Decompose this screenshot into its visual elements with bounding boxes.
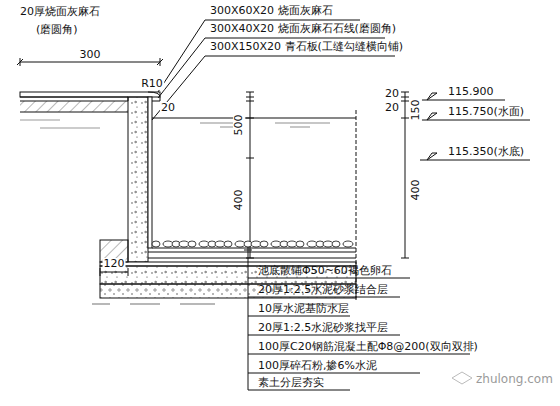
elevation: 115.900 xyxy=(448,86,494,98)
watermark: zhulong.com xyxy=(476,373,553,386)
note: (磨圆角) xyxy=(36,24,78,36)
radius-mark: R10 xyxy=(140,78,164,90)
pebble xyxy=(179,241,189,247)
dimension: 400 xyxy=(233,189,245,212)
layer-note: 20厚1:2.5水泥砂浆找平层 xyxy=(258,322,388,334)
pebble xyxy=(296,241,304,247)
callout-text: 300X150X20 青石板(工缝勾缝横向铺) xyxy=(210,41,403,53)
dimension: 20 xyxy=(160,102,176,114)
layer-note: 素土分层夯实 xyxy=(258,377,324,389)
pebble xyxy=(260,241,268,247)
dimension: 20 xyxy=(384,102,400,114)
dimension: 20 xyxy=(384,88,400,100)
layer-note: 10厚水泥基防水层 xyxy=(258,303,349,315)
pebble xyxy=(235,241,245,247)
pebble xyxy=(215,241,225,247)
pebble xyxy=(188,241,196,247)
dimension: 500 xyxy=(233,114,245,137)
callout-text: 300X60X20 烧面灰麻石 xyxy=(210,5,333,17)
elevation: 115.350(水底) xyxy=(448,146,524,158)
pebble xyxy=(224,241,232,247)
dimension: 150 xyxy=(410,99,422,122)
dimension: 120 xyxy=(103,258,126,270)
pebble xyxy=(199,241,209,247)
dimension: 400 xyxy=(410,179,422,202)
material-note: 20厚烧面灰麻石 xyxy=(20,6,100,18)
pebble xyxy=(343,241,353,247)
dimension: 300 xyxy=(79,49,102,61)
pebble xyxy=(307,241,317,247)
pebble xyxy=(163,241,173,247)
callout-text: 300X40X20 烧面灰麻石石线(磨圆角) xyxy=(210,23,396,35)
pebble xyxy=(323,241,333,247)
pebble xyxy=(287,241,297,247)
layer-note: 池底散铺Φ50~60褐色卵石 xyxy=(258,265,392,277)
layer-note: 100厚C20钢筋混凝土配Φ8@200(双向双排) xyxy=(258,341,478,353)
layer-note: 20厚1:2.5水泥砂浆结合层 xyxy=(258,284,388,296)
pebble xyxy=(251,241,261,247)
pebble xyxy=(271,241,281,247)
elevation: 115.750(水面) xyxy=(448,106,524,118)
pebble xyxy=(332,241,340,247)
layer-note: 100厚碎石粉,掺6%水泥 xyxy=(258,360,377,372)
pebble xyxy=(152,241,160,247)
